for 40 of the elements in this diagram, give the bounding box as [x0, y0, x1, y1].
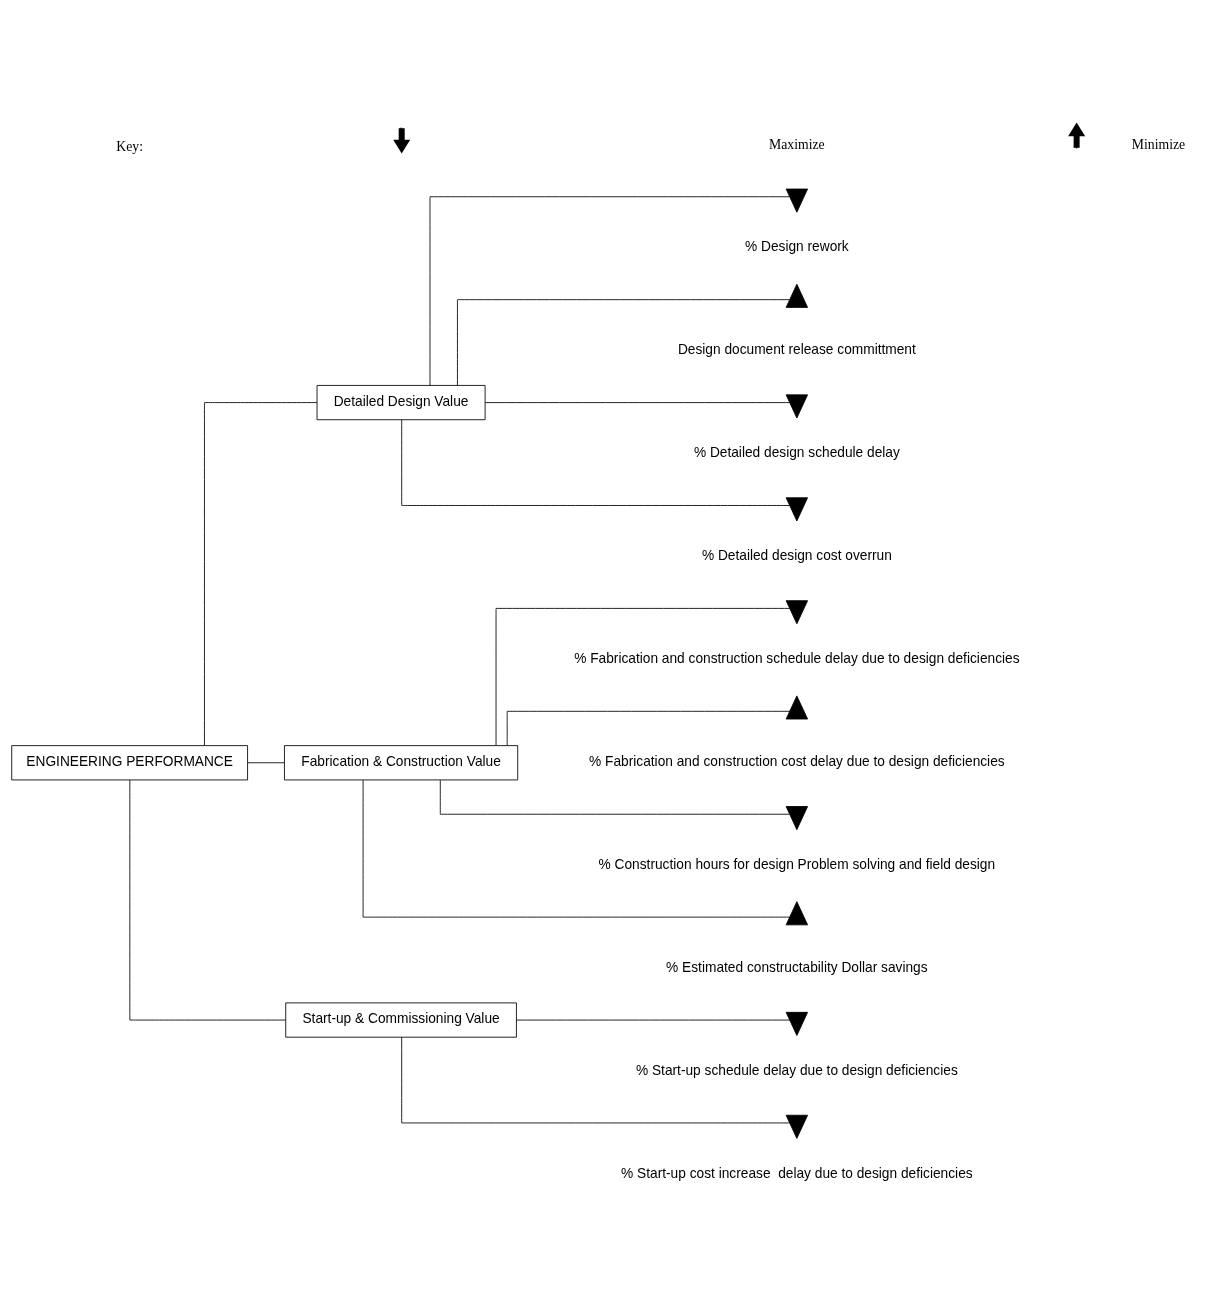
- connector: [362, 779, 791, 918]
- node-box: ENGINEERING PERFORMANCE: [11, 744, 248, 780]
- node-label: % Estimated constructability Dollar savings: [666, 959, 928, 975]
- connector: [506, 710, 791, 746]
- legend-label: Maximize: [769, 136, 825, 152]
- connector: [129, 779, 287, 1020]
- node-label: % Fabrication and construction schedule delay due to design deficiencies: [574, 650, 1020, 666]
- connector: [247, 761, 285, 763]
- node-arrow-up: [785, 283, 808, 308]
- node-arrow-down: [785, 393, 808, 418]
- legend-label: Minimize: [1131, 136, 1186, 152]
- connector: [516, 1019, 791, 1020]
- node-label: % Detailed design schedule delay: [693, 444, 900, 460]
- node-arrow-down: [785, 496, 808, 521]
- node-arrow-down: [785, 1011, 808, 1036]
- node-arrow-down: [785, 188, 808, 213]
- node-arrow-up: [785, 900, 808, 925]
- connector: [495, 607, 790, 746]
- node-arrow-down: [785, 599, 808, 624]
- node-arrow-down: [785, 1114, 808, 1139]
- connector: [484, 401, 790, 403]
- node-label: % Start-up schedule delay due to design deficiencies: [635, 1062, 958, 1078]
- node-arrow-up: [785, 694, 808, 719]
- connector: [204, 401, 318, 746]
- node-box: Start-up & Commissioning Value: [285, 1001, 517, 1038]
- node-arrow-down: [785, 805, 808, 830]
- connector: [457, 298, 790, 386]
- node-label: % Detailed design cost overrun: [701, 547, 892, 563]
- node-label: % Construction hours for design Problem solving and field design: [598, 856, 996, 872]
- connector: [429, 195, 790, 386]
- connector: [439, 779, 790, 815]
- connector: [401, 1036, 791, 1123]
- label: Key:: [116, 138, 143, 154]
- node-label: Design document release committment: [677, 341, 916, 357]
- node-label: % Start-up cost increase delay due to design deficiencies: [621, 1165, 973, 1181]
- node-box: Fabrication & Construction Value: [284, 744, 519, 780]
- node-label: % Design rework: [745, 238, 849, 254]
- node-box: Detailed Design Value: [316, 384, 486, 420]
- connector: [401, 418, 791, 506]
- node-label: % Fabrication and construction cost delay due to design deficiencies: [589, 753, 1005, 769]
